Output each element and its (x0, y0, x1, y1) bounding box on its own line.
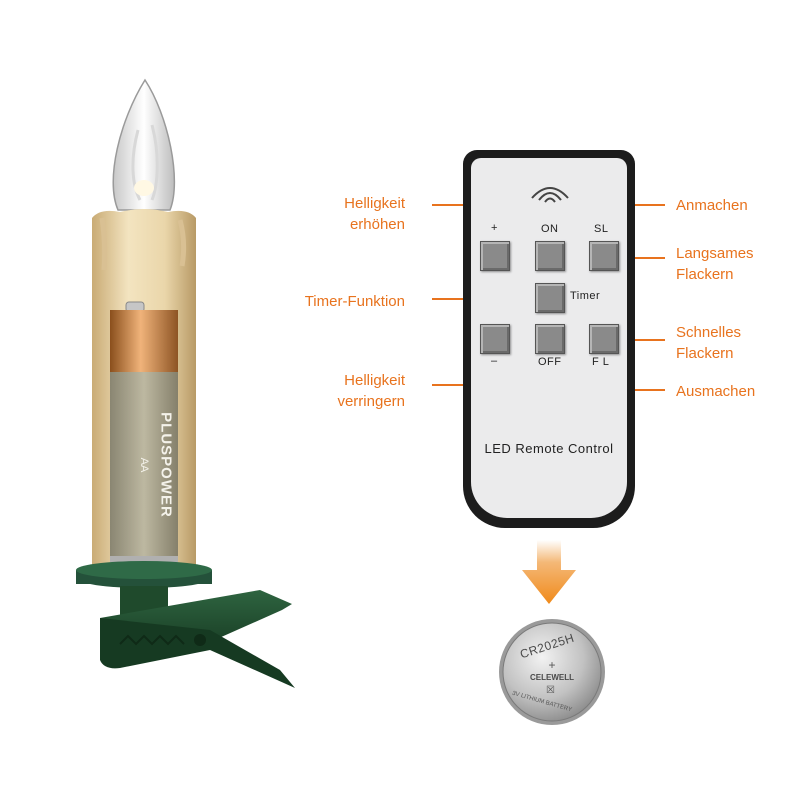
down-arrow-icon (522, 540, 576, 604)
candle-product: PLUSPOWER AA (60, 70, 310, 710)
coin-cell-brand: CELEWELL (530, 673, 574, 682)
brightness-down-button[interactable] (480, 324, 510, 354)
fast-flicker-button[interactable] (589, 324, 619, 354)
callout-on: Anmachen (676, 197, 748, 214)
slow-flicker-button[interactable] (589, 241, 619, 271)
brightness-down-label: – (491, 355, 498, 367)
off-button[interactable] (535, 324, 565, 354)
callout-fast-flicker: Schnelles Flackern (676, 324, 742, 362)
coin-cell-illustration: + (499, 619, 605, 725)
recycle-bin-icon: ☒ (546, 685, 555, 696)
callout-brightness-up: Helligkeit erhöhen (344, 195, 405, 233)
candle-illustration (76, 78, 295, 688)
callout-slow-flicker: Langsames Flackern (676, 245, 754, 283)
off-label: OFF (538, 356, 562, 368)
callout-brightness-down: Helligkeit verringern (337, 372, 405, 410)
callout-timer: Timer-Funktion (304, 293, 405, 310)
slow-flicker-label: SL (594, 223, 609, 235)
callout-off: Ausmachen (676, 383, 756, 400)
remote-footer-label: LED Remote Control (484, 441, 614, 456)
timer-button[interactable] (535, 283, 565, 313)
on-label: ON (541, 223, 559, 235)
svg-text:+: + (548, 658, 555, 672)
fast-flicker-label: F L (592, 356, 610, 368)
brightness-up-label: + (491, 222, 498, 234)
brightness-up-button[interactable] (480, 241, 510, 271)
on-button[interactable] (535, 241, 565, 271)
timer-label: Timer (570, 290, 601, 302)
ir-signal-icon (531, 187, 569, 203)
coin-cell-battery: + CR2025H CELEWELL ☒ 3V LITHIUM BATTERY (497, 617, 607, 727)
